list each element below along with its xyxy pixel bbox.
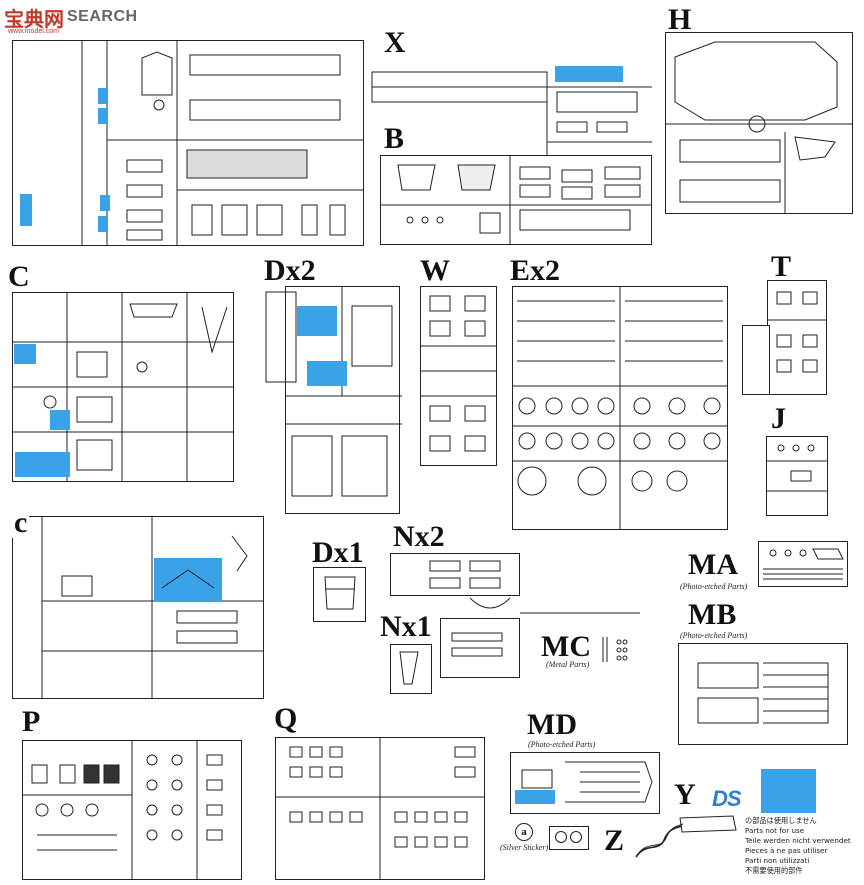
legend-line-3: Teile werden nicht verwendet (745, 836, 851, 845)
sticker-letter-a: a (515, 823, 533, 841)
sprue-P-drawing (22, 740, 223, 880)
sprue-J-frame (766, 436, 828, 516)
watermark-english: SEARCH (67, 8, 138, 25)
sprue-label-Z: Z (604, 824, 625, 857)
caption-MA: (Photo-etched Parts) (680, 582, 748, 591)
sprue-Y-drawing (679, 815, 737, 833)
sprue-label-MD: MD (527, 708, 577, 741)
sprue-J-drawing (766, 444, 828, 492)
sprue-label-c: c (12, 506, 30, 539)
sprue-label-MC: MC (541, 630, 591, 663)
sprue-label-H: H (668, 3, 692, 36)
sprue-T-drawing (767, 291, 827, 373)
sprue-Nx2-frame (390, 553, 520, 596)
sprue-label-B: B (384, 122, 405, 155)
sprue-H-frame (665, 32, 853, 214)
sprue-label-Dx2: Dx2 (264, 254, 316, 287)
sprue-label-Q: Q (274, 702, 298, 735)
sprue-Dx2-drawing (265, 286, 402, 497)
sprue-T-ext-frame (742, 325, 770, 395)
sprue-MB-drawing (697, 662, 829, 724)
caption-MD: (Photo-etched Parts) (528, 740, 596, 749)
sprue-H-drawing (665, 41, 853, 214)
legend-line-1: の部品は使用しません (745, 816, 817, 825)
sprue-label-X: X (384, 26, 406, 59)
sprue-label-MA: MA (688, 548, 738, 581)
sprue-label-Ex2: Ex2 (510, 254, 561, 287)
sprue-Dx1-frame (313, 567, 366, 622)
sprue-MB-frame (678, 643, 848, 745)
sprue-B-drawing (380, 155, 652, 245)
sprue-Nx2-drawing (429, 560, 640, 657)
sprue-MC-drawing (602, 637, 628, 662)
sprue-label-T: T (771, 250, 792, 283)
legend-line-5: Parti non utilizzati (745, 856, 810, 865)
sprue-MD-drawing (515, 761, 653, 804)
watermark-url: www.model.com (8, 28, 59, 35)
silver-sticker (549, 826, 589, 850)
sprue-label-C: C (8, 260, 30, 293)
sprue-top-left-frame (12, 40, 364, 246)
sprue-Z-drawing (635, 823, 684, 858)
caption-MB: (Photo-etched Parts) (680, 631, 748, 640)
sprue-Q-drawing (275, 737, 485, 880)
brand-logo: DS (712, 786, 742, 811)
watermark-logo: 宝典网 SEARCH (4, 4, 138, 31)
sprue-MA-drawing (763, 548, 844, 580)
legend-line-2: Parts not for use (745, 826, 805, 835)
sprue-label-MB: MB (688, 598, 737, 631)
sprue-X-drawing (371, 66, 652, 157)
sprue-c-frame (12, 516, 264, 699)
legend-line-6: 不需要使用的部件 (745, 866, 803, 875)
caption-MC: (Metal Parts) (546, 660, 590, 669)
sprue-label-Nx1: Nx1 (380, 610, 432, 643)
sprue-label-Dx1: Dx1 (312, 536, 364, 569)
watermark-chinese: 宝典网 (4, 8, 64, 31)
sprue-label-Nx2: Nx2 (393, 520, 445, 553)
legend-line-4: Pieces à ne pas utiliser (745, 846, 828, 855)
sprue-top-left-drawing (20, 40, 364, 246)
sprue-label-W: W (420, 254, 450, 287)
sprue-Dx1-drawing (324, 576, 356, 610)
caption-sticker: (Silver Sticker) (500, 843, 549, 852)
sprue-label-J: J (771, 402, 786, 435)
sprue-Nx1-drawing (399, 651, 419, 685)
sprue-C-drawing (12, 292, 234, 482)
sprue-Ex2-drawing (512, 286, 728, 530)
sprue-W-drawing (420, 295, 497, 452)
unused-parts-legend-swatch (761, 769, 816, 813)
sprue-c-drawing (41, 516, 264, 699)
sprue-label-P: P (22, 705, 41, 738)
sprue-label-Y: Y (674, 778, 696, 811)
